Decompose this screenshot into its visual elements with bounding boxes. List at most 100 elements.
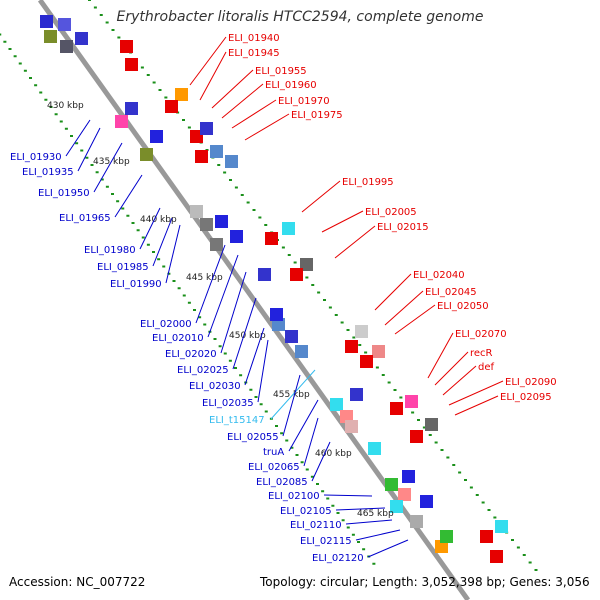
label-connector <box>195 244 226 324</box>
feature-label-reverse[interactable]: ELI_02100 <box>268 491 320 502</box>
kbp-label: 430 kbp <box>47 101 84 111</box>
tick-dot <box>317 291 321 294</box>
tick-dot <box>264 410 268 413</box>
feature-label-reverse[interactable]: ELI_02085 <box>256 477 308 488</box>
gene-block <box>372 345 385 358</box>
gene-block <box>385 478 398 491</box>
gene-block <box>435 540 448 553</box>
gene-block <box>115 115 128 128</box>
tick-dot <box>228 359 232 362</box>
tick-dot <box>522 554 526 556</box>
feature-label-reverse[interactable]: ELI_02055 <box>227 432 279 443</box>
feature-label-forward[interactable]: ELI_02045 <box>425 287 477 298</box>
feature-label-forward[interactable]: ELI_01960 <box>265 80 317 91</box>
label-connector <box>152 217 173 267</box>
feature-label-reverse[interactable]: ELI_02105 <box>280 506 332 517</box>
gene-block <box>40 15 53 28</box>
feature-label-reverse[interactable]: ELI_02000 <box>140 319 192 330</box>
feature-label-forward[interactable]: ELI_01940 <box>228 33 280 44</box>
feature-label-forward[interactable]: ELI_01955 <box>255 66 307 77</box>
feature-label-reverse[interactable]: ELI_01950 <box>38 188 90 199</box>
tick-dot <box>187 301 191 304</box>
tick-dot <box>252 209 256 211</box>
gene-block <box>190 130 203 143</box>
feature-label-forward[interactable]: ELI_01995 <box>342 177 394 188</box>
feature-label-reverse[interactable]: ELI_02065 <box>248 462 300 473</box>
tick-dot <box>440 449 444 451</box>
gene-block <box>210 145 223 158</box>
label-connector <box>434 351 469 386</box>
tick-dot <box>323 299 326 301</box>
tick-dot <box>105 21 109 24</box>
feature-label-reverse[interactable]: ELI_02020 <box>165 349 217 360</box>
feature-label-reverse[interactable]: ELI_02110 <box>290 520 342 531</box>
tick-dot <box>346 526 350 529</box>
gene-block <box>120 40 133 53</box>
kbp-label: 455 kbp <box>273 390 310 400</box>
feature-label-reverse[interactable]: ELI_01965 <box>59 213 111 224</box>
feature-label-forward[interactable]: def <box>478 362 495 373</box>
feature-label-forward[interactable]: ELI_01970 <box>278 96 330 107</box>
gene-block <box>355 325 368 338</box>
feature-label-reverse[interactable]: ELI_01980 <box>84 245 136 256</box>
feature-label-reverse[interactable]: ELI_01990 <box>110 279 162 290</box>
tick-dot <box>264 224 268 226</box>
feature-label-forward[interactable]: ELI_02050 <box>437 301 489 312</box>
feature-label-reverse[interactable]: ELI_01985 <box>97 262 149 273</box>
feature-label-reverse[interactable]: ELI_02010 <box>152 333 204 344</box>
feature-label-reverse[interactable]: ELI_02030 <box>189 381 241 392</box>
tick-dot <box>193 309 196 311</box>
tick-dot <box>393 389 397 391</box>
feature-label-reverse[interactable]: ELI_02035 <box>202 398 254 409</box>
tick-dot <box>49 106 53 108</box>
feature-label-forward[interactable]: recR <box>470 348 493 359</box>
tick-dot <box>281 246 285 249</box>
tick-dot <box>481 501 485 504</box>
tick-dot <box>223 171 227 174</box>
feature-label-forward[interactable]: ELI_02040 <box>413 270 465 281</box>
feature-label-reverse[interactable]: ELI_02025 <box>177 365 229 376</box>
label-connector <box>384 290 424 326</box>
tick-dot <box>511 539 514 541</box>
tick-dot <box>249 388 253 391</box>
feature-label-reverse[interactable]: ELI_02115 <box>300 536 352 547</box>
gene-block <box>225 155 238 168</box>
tick-dot <box>464 479 467 481</box>
tick-dot <box>70 135 73 137</box>
tick-dot <box>240 194 244 196</box>
gene-block <box>60 40 73 53</box>
gene-block <box>490 550 503 563</box>
gene-block <box>265 232 278 245</box>
kbp-label: 445 kbp <box>186 273 223 283</box>
gene-block <box>75 32 88 45</box>
tick-dot <box>399 396 403 399</box>
gene-block <box>200 218 213 231</box>
feature-label-forward[interactable]: ELI_02095 <box>500 392 552 403</box>
gene-block <box>290 268 303 281</box>
feature-label-forward[interactable]: ELI_02005 <box>365 207 417 218</box>
tick-dot <box>90 164 94 166</box>
tick-dot <box>310 475 314 478</box>
tick-dot <box>428 434 432 436</box>
feature-label-reverse[interactable]: ELI_t15147 <box>209 415 265 426</box>
kbp-label: 450 kbp <box>229 331 266 341</box>
feature-label-reverse[interactable]: ELI_01930 <box>10 152 62 163</box>
feature-label-reverse[interactable]: truA <box>263 447 284 458</box>
topology-text: Topology: circular; Length: 3,052,398 bp… <box>260 575 590 589</box>
gene-block <box>440 530 453 543</box>
label-connector <box>288 399 319 452</box>
label-connector <box>367 539 409 558</box>
tick-dot <box>295 454 299 456</box>
tick-dot <box>223 352 227 355</box>
feature-label-forward[interactable]: ELI_01945 <box>228 48 280 59</box>
feature-label-reverse[interactable]: ELI_01935 <box>22 167 74 178</box>
label-connector <box>454 395 499 416</box>
feature-label-forward[interactable]: ELI_01975 <box>291 110 343 121</box>
tick-dot <box>131 222 135 224</box>
feature-label-forward[interactable]: ELI_02090 <box>505 377 557 388</box>
feature-label-reverse[interactable]: ELI_02120 <box>312 553 364 564</box>
gene-block <box>410 430 423 443</box>
feature-label-forward[interactable]: ELI_02070 <box>455 329 507 340</box>
feature-label-forward[interactable]: ELI_02015 <box>377 222 429 233</box>
